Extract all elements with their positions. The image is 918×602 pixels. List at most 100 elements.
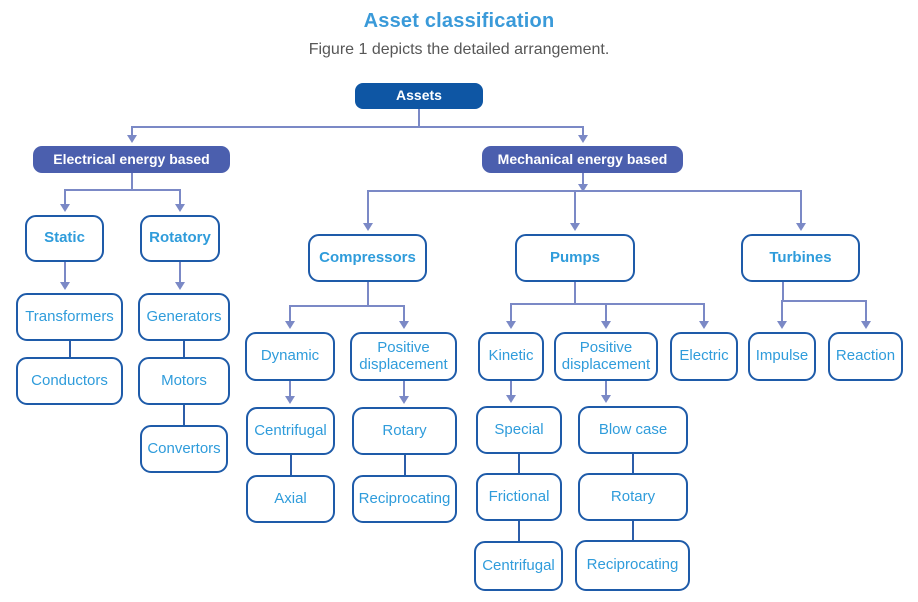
node-label: Rotary	[382, 421, 427, 439]
node-label: Special	[494, 420, 544, 438]
node-turbines: Turbines	[741, 234, 860, 282]
node-label: Conductors	[31, 371, 108, 389]
node-compressors: Compressors	[308, 234, 427, 282]
edge-pumps-branch-line	[605, 304, 607, 323]
node-label: Motors	[161, 371, 207, 389]
edge-electric-arrowhead	[699, 321, 709, 329]
edge-pd-pumps-arrowhead	[601, 395, 611, 403]
edge-pumps-drop-line	[574, 281, 576, 304]
edge-mechanical-arrowhead	[577, 135, 588, 143]
edge-turbines-rail-line	[781, 300, 867, 302]
node-assets: Assets	[355, 83, 483, 109]
edge-assets-drop-line	[418, 108, 420, 127]
node-reaction: Reaction	[828, 332, 903, 381]
edge-compressors-branch-line	[289, 306, 291, 323]
node-label: Axial	[274, 489, 307, 507]
edge-assets-branch-line	[581, 127, 584, 137]
node-label: Dynamic	[260, 347, 320, 365]
node-reciprocating-pumps: Reciprocating	[575, 540, 690, 591]
edge-electrical-rail-line	[63, 189, 181, 191]
edge-rotatory-arrowhead	[175, 204, 185, 212]
edge-rotatory-arrowhead	[175, 282, 185, 290]
edge-turbines-branch-line	[781, 301, 783, 323]
node-dynamic: Dynamic	[245, 332, 335, 381]
edge-pd-pumps-arrowhead	[601, 321, 611, 329]
node-label: Pumps	[549, 248, 600, 266]
node-centrifugal-comp: Centrifugal	[246, 407, 335, 455]
node-generators: Generators	[138, 293, 230, 341]
node-motors: Motors	[138, 357, 230, 405]
edge-mechanical-drop-arrowhead	[577, 184, 588, 192]
node-mechanical: Mechanical energy based	[482, 146, 683, 173]
edge-compressors-drop-line	[366, 281, 369, 306]
node-rotatory: Rotatory	[140, 215, 220, 262]
node-label: Reaction	[835, 347, 896, 365]
node-label: Rotatory	[149, 229, 211, 247]
edge-pd-pumps-drop-line	[605, 380, 607, 397]
node-label: Kinetic	[488, 347, 534, 365]
edge-electrical-branch-line	[179, 190, 181, 206]
edge-generators-stack-line	[183, 340, 185, 358]
edge-assets-rail-line	[130, 126, 584, 128]
node-special: Special	[476, 406, 562, 454]
edge-pd-comp-drop-line	[402, 380, 405, 398]
edge-pumps-branch-line	[510, 304, 512, 323]
edge-assets-branch-line	[130, 127, 133, 137]
node-label: Mechanical energy based	[497, 150, 668, 167]
edge-kinetic-drop-line	[510, 380, 512, 397]
node-label: Centrifugal	[482, 556, 555, 574]
node-blow-case: Blow case	[578, 406, 688, 454]
edge-static-arrowhead	[59, 204, 70, 212]
edge-dynamic-arrowhead	[285, 396, 295, 404]
node-impulse: Impulse	[748, 332, 816, 381]
edge-compressors-branch-line	[402, 306, 405, 323]
node-label: Compressors	[319, 248, 416, 266]
node-label: Transformers	[25, 307, 114, 325]
edge-turbines-drop-line	[782, 281, 784, 301]
edge-electrical-arrowhead	[126, 135, 137, 143]
node-pumps: Pumps	[515, 234, 635, 282]
edge-impulse-arrowhead	[777, 321, 787, 329]
node-rotary-comp: Rotary	[352, 407, 457, 455]
edge-rotary-comp-stack-line	[403, 454, 406, 476]
node-electrical: Electrical energy based	[33, 146, 230, 173]
edge-motors-stack-line	[183, 404, 185, 426]
edge-mechanical-branch-line	[799, 191, 802, 225]
node-label: Static	[44, 229, 85, 247]
node-label: Blow case	[598, 420, 668, 438]
edge-reaction-arrowhead	[860, 321, 871, 329]
node-transformers: Transformers	[16, 293, 123, 341]
edge-turbines-arrowhead	[795, 223, 806, 231]
edge-mechanical-branch-line	[574, 191, 576, 225]
edge-pumps-arrowhead	[570, 223, 580, 231]
edge-mechanical-drop-line	[581, 172, 584, 185]
node-label: Positive displacement	[561, 338, 651, 373]
edge-pd-comp-arrowhead	[398, 396, 409, 404]
node-kinetic: Kinetic	[478, 332, 544, 381]
node-rotary-pumps: Rotary	[578, 473, 688, 521]
node-label: Positive displacement	[359, 338, 448, 373]
edge-dynamic-arrowhead	[285, 321, 295, 329]
node-axial: Axial	[246, 475, 335, 523]
edge-electrical-drop-line	[130, 172, 133, 190]
node-label: Rotary	[610, 487, 656, 505]
node-electric: Electric	[670, 332, 738, 381]
page-subtitle: Figure 1 depicts the detailed arrangemen…	[308, 41, 610, 58]
node-static: Static	[25, 215, 104, 262]
edge-transformers-stack-line	[68, 340, 71, 358]
node-label: Turbines	[769, 248, 832, 266]
edge-centrifugal-comp-stack-line	[289, 454, 292, 476]
node-reciprocating-comp: Reciprocating	[352, 475, 457, 523]
node-frictional: Frictional	[476, 473, 562, 521]
node-label: Centrifugal	[254, 421, 327, 439]
node-centrifugal-pumps: Centrifugal	[474, 541, 563, 591]
edge-kinetic-arrowhead	[506, 395, 516, 403]
edge-static-arrowhead	[59, 282, 70, 290]
edge-kinetic-arrowhead	[506, 321, 516, 329]
edge-turbines-branch-line	[864, 301, 867, 323]
node-label: Generators	[146, 307, 222, 325]
node-label: Electric	[679, 347, 729, 365]
node-pd-comp: Positive displacement	[350, 332, 457, 381]
